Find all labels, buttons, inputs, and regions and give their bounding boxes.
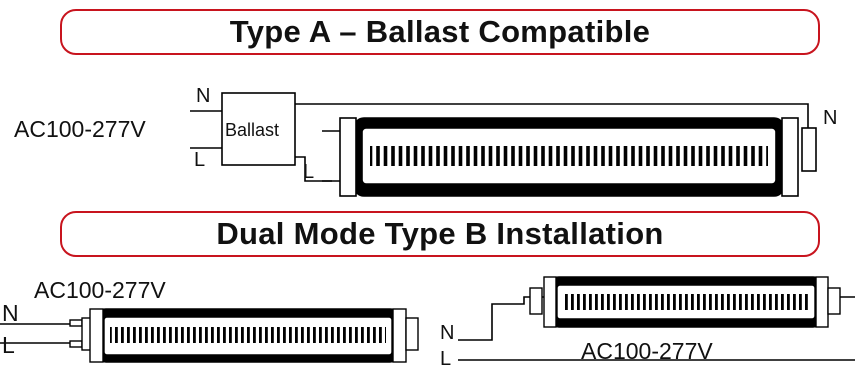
type-b-title: Dual Mode Type B Installation: [216, 216, 664, 251]
type-a-title: Type A – Ballast Compatible: [229, 14, 651, 49]
type-b-left-l-label: L: [2, 332, 15, 358]
ballast-box: [221, 92, 296, 166]
type-b-left-wiring: [0, 323, 78, 344]
type-b-left-n-label: N: [2, 300, 19, 326]
type-a-wiring: [190, 103, 809, 182]
type-a-l-input-label: L: [194, 149, 206, 171]
ballast-label: Ballast: [225, 120, 280, 140]
type-b-right-tube: [529, 276, 841, 328]
type-a-l-tube-label: L: [303, 161, 315, 183]
type-a-n-right-label: N: [823, 107, 838, 129]
type-a-n-input-label: N: [196, 85, 211, 107]
type-b-right-l-label: L: [440, 348, 452, 370]
type-a-title-banner: Type A – Ballast Compatible: [60, 9, 820, 55]
type-b-left-voltage-label: AC100-277V: [34, 277, 166, 303]
type-b-left-tube: [69, 308, 419, 363]
type-a-tube: [322, 117, 817, 197]
type-b-right-n-label: N: [440, 322, 455, 344]
type-b-right-voltage-label: AC100-277V: [581, 338, 713, 364]
type-a-voltage-label: AC100-277V: [14, 116, 146, 142]
type-b-title-banner: Dual Mode Type B Installation: [60, 211, 820, 257]
